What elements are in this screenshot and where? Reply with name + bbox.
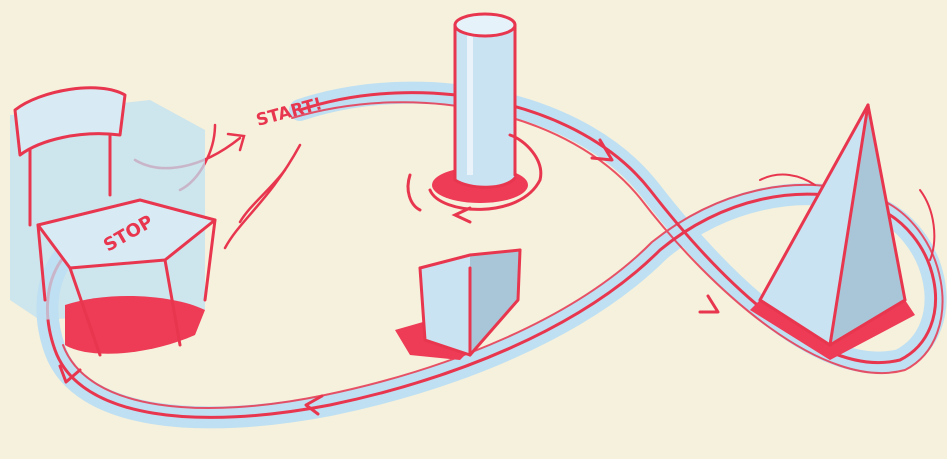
cube <box>395 248 522 360</box>
chair: STOP <box>10 86 217 357</box>
cylinder <box>406 12 543 224</box>
pyramid <box>750 103 936 360</box>
